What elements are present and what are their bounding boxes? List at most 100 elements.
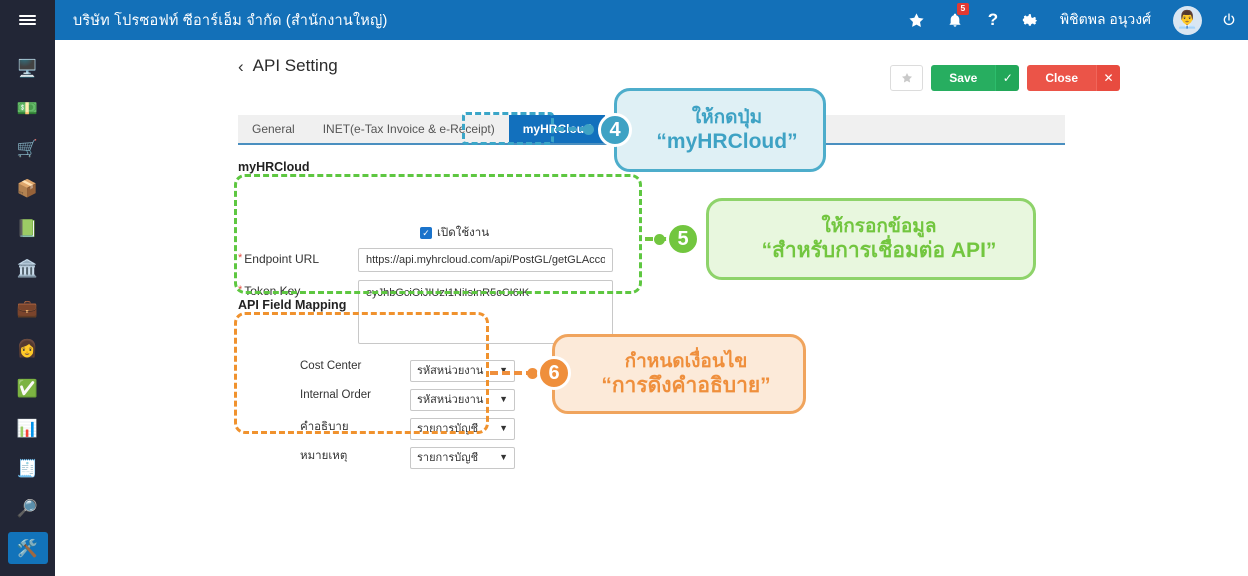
magnifier-doc-icon: 🔎	[16, 498, 39, 518]
mapping-select-wrap-internal-order: รหัสหน่วยงาน ▼	[410, 389, 515, 411]
connector-dot-4	[583, 124, 594, 135]
sidebar-item-inventory[interactable]: 📦	[0, 168, 55, 208]
mapping-label-description: คำอธิบาย	[300, 421, 349, 433]
page-header: ‹ API Setting	[238, 56, 338, 76]
mapping-row-internal-order: Internal Order รหัสหน่วยงาน ▼	[300, 389, 515, 411]
gear-icon[interactable]	[1012, 0, 1050, 40]
sidebar-item-documents[interactable]: 🧾	[0, 448, 55, 488]
mapping-label-remark: หมายเหตุ	[300, 450, 348, 462]
callout-4-line1: ให้กดปุ่ม	[691, 106, 763, 128]
check-icon[interactable]: ✓	[995, 65, 1020, 91]
callout-5-line1: ให้กรอกข้อมูล	[821, 215, 937, 237]
sidebar-item-dashboard[interactable]: 🖥️	[0, 48, 55, 88]
notification-bell-icon[interactable]: 5	[936, 0, 974, 40]
endpoint-url-row: *Endpoint URL	[238, 248, 613, 272]
section-title-myhrcloud: myHRCloud	[238, 160, 310, 174]
favorite-button[interactable]	[890, 65, 924, 91]
mapping-row-remark: หมายเหตุ รายการบัญชี ▼	[300, 447, 515, 469]
box-icon: 📦	[16, 178, 39, 198]
sidebar-items: 🖥️ 💵 🛒 📦 📗 🏛️ 💼 👩 ✅ 📊 🧾 🔎 🛠️	[0, 40, 55, 568]
pie-chart-icon: 📊	[16, 418, 39, 438]
callout-6-text: กำหนดเงื่อนไข “การดึงคำอธิบาย”	[587, 350, 770, 399]
page-action-bar: Save ✓ Close ✕	[890, 65, 1120, 91]
tools-icon: 🛠️	[16, 538, 39, 558]
callout-6-line2: “การดึงคำอธิบาย”	[601, 373, 771, 397]
endpoint-url-label-text: Endpoint URL	[244, 252, 319, 266]
favorite-star-icon[interactable]	[898, 0, 936, 40]
cart-icon: 🛒	[16, 138, 39, 158]
sidebar: 🖥️ 💵 🛒 📦 📗 🏛️ 💼 👩 ✅ 📊 🧾 🔎 🛠️	[0, 0, 55, 576]
sidebar-item-assets[interactable]: 💼	[0, 288, 55, 328]
step-number-6: 6	[537, 356, 571, 390]
power-icon[interactable]	[1210, 0, 1248, 40]
avatar-glyph: 👨‍💼	[1176, 10, 1199, 29]
callout-step-4: ให้กดปุ่ม “myHRCloud”	[614, 88, 826, 172]
token-key-row: *Token Key eyJhbGciOiJIUzI1NiIsInR5cCI6I…	[238, 280, 613, 344]
callout-step-6: กำหนดเงื่อนไข “การดึงคำอธิบาย”	[552, 334, 806, 414]
save-button[interactable]: Save ✓	[931, 65, 1020, 91]
required-marker: *	[238, 284, 243, 296]
person-icon: 👩	[16, 338, 39, 358]
page-title: API Setting	[252, 56, 338, 75]
callout-4-line2: “myHRCloud”	[656, 129, 798, 153]
mapping-row-cost-center: Cost Center รหัสหน่วยงาน ▼	[300, 360, 515, 382]
enable-checkbox-label: เปิดใช้งาน	[437, 227, 490, 239]
section-title-api-field-mapping: API Field Mapping	[238, 298, 347, 312]
user-name[interactable]: พิชิตพล อนุวงศ์	[1059, 11, 1151, 27]
hamburger-icon[interactable]	[0, 0, 55, 40]
enable-checkbox-row: ✓ เปิดใช้งาน	[420, 224, 489, 242]
avatar[interactable]: 👨‍💼	[1173, 5, 1202, 35]
token-key-label: *Token Key	[238, 280, 358, 298]
mapping-select-description[interactable]: รายการบัญชี	[410, 418, 515, 440]
mapping-select-wrap-description: รายการบัญชี ▼	[410, 418, 515, 440]
step-number-4: 4	[598, 113, 632, 147]
callout-6-line1: กำหนดเงื่อนไข	[624, 350, 748, 372]
sidebar-item-finance[interactable]: 💵	[0, 88, 55, 128]
callout-5-line2: “สำหรับการเชื่อมต่อ API”	[761, 238, 997, 262]
mapping-label-cost-center: Cost Center	[300, 360, 362, 372]
tab-inet[interactable]: INET(e-Tax Invoice & e-Receipt)	[322, 122, 495, 136]
close-button-label: Close	[1027, 65, 1096, 91]
money-icon: 💵	[16, 98, 39, 118]
sidebar-item-hr[interactable]: 👩	[0, 328, 55, 368]
save-button-label: Save	[931, 65, 996, 91]
dashboard-icon: 🖥️	[16, 58, 39, 78]
sidebar-item-purchase[interactable]: 🛒	[0, 128, 55, 168]
mapping-select-wrap-remark: รายการบัญชี ▼	[410, 447, 515, 469]
connector-line-4	[556, 127, 588, 131]
book-icon: 📗	[16, 218, 39, 238]
callout-4-text: ให้กดปุ่ม “myHRCloud”	[642, 106, 797, 155]
chevron-left-icon[interactable]: ‹	[238, 56, 244, 76]
endpoint-url-label: *Endpoint URL	[238, 248, 358, 266]
sidebar-item-settings[interactable]: 🛠️	[7, 532, 48, 564]
mapping-select-internal-order[interactable]: รหัสหน่วยงาน	[410, 389, 515, 411]
receipt-icon: 🧾	[16, 458, 39, 478]
close-icon[interactable]: ✕	[1096, 65, 1120, 91]
mapping-select-remark[interactable]: รายการบัญชี	[410, 447, 515, 469]
help-icon[interactable]: ?	[987, 10, 999, 29]
enable-checkbox[interactable]: ✓	[420, 227, 432, 239]
sidebar-item-bank[interactable]: 🏛️	[0, 248, 55, 288]
callout-5-text: ให้กรอกข้อมูล “สำหรับการเชื่อมต่อ API”	[746, 215, 997, 264]
bank-icon: 🏛️	[16, 258, 39, 278]
sidebar-item-reports[interactable]: 📊	[0, 408, 55, 448]
token-key-label-text: Token Key	[244, 284, 301, 298]
connector-line-6	[490, 371, 534, 375]
connector-dot-6	[527, 368, 538, 379]
endpoint-url-input[interactable]	[358, 248, 613, 272]
mapping-label-internal-order: Internal Order	[300, 389, 371, 401]
notification-badge: 5	[956, 3, 969, 15]
briefcase-icon: 💼	[16, 298, 39, 318]
close-button[interactable]: Close ✕	[1027, 65, 1120, 91]
mapping-row-description: คำอธิบาย รายการบัญชี ▼	[300, 418, 515, 440]
connector-dot-5	[654, 234, 665, 245]
sidebar-item-audit[interactable]: 🔎	[0, 488, 55, 528]
tab-general[interactable]: General	[252, 122, 295, 136]
check-circle-icon: ✅	[16, 378, 39, 398]
header-actions: 5 ? พิชิตพล อนุวงศ์ 👨‍💼	[898, 0, 1248, 40]
required-marker: *	[238, 252, 243, 264]
step-number-5: 5	[666, 222, 700, 256]
sidebar-item-approval[interactable]: ✅	[0, 368, 55, 408]
sidebar-item-ledger[interactable]: 📗	[0, 208, 55, 248]
